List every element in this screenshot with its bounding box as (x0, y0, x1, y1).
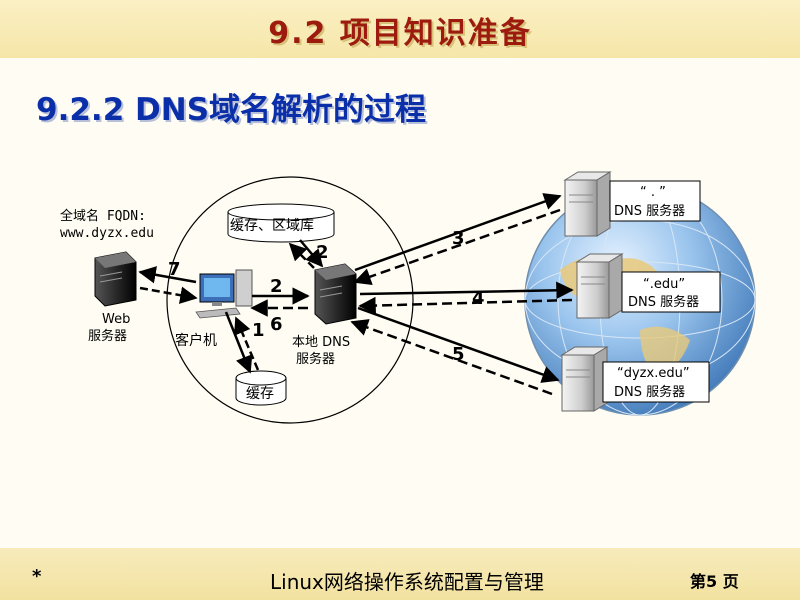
footer-course-title: Linux网络操作系统配置与管理 (270, 570, 544, 594)
client-label: 客户机 (175, 332, 217, 349)
step-5: 5 (452, 344, 465, 365)
local-dns-label-line1: 本地 DNS (292, 335, 350, 350)
local-dns-label-line2: 服务器 (296, 351, 335, 367)
footer-page-number: 第5 页 (690, 572, 739, 591)
section-title: 9.2.2 DNS域名解析的过程 (36, 92, 427, 128)
root-dns-label-box (609, 180, 701, 222)
local-dns-server-icon (314, 263, 357, 325)
fqdn-label: 全域名 FQDN: (60, 208, 146, 224)
edu-dns-label-box (621, 271, 721, 313)
step-3: 3 (452, 228, 465, 249)
web-server-label-line1: Web (102, 312, 130, 327)
step-4: 4 (472, 288, 485, 309)
fqdn-value: www.dyzx.edu (60, 226, 154, 241)
dyzx-dns-server-icon (560, 346, 609, 412)
local-network-circle (166, 176, 414, 424)
dns-resolution-diagram: 缓存、区域库 缓存 全域名 FQDN: www.dyzx.edu Web 服务器… (60, 171, 756, 424)
footer-left-marker: * (32, 566, 42, 587)
edu-dns-label-line2: DNS 服务器 (628, 294, 699, 310)
edu-dns-label-line1: “.edu” (643, 277, 685, 292)
client-computer-icon (195, 269, 253, 319)
web-server-label-line2: 服务器 (88, 328, 127, 344)
cache-zone-database (227, 203, 335, 243)
root-dns-server-icon (563, 171, 612, 237)
client-cache-database (235, 370, 287, 406)
cache-zone-label: 缓存、区域库 (230, 218, 314, 234)
dyzx-dns-label-box (602, 361, 710, 403)
header-band (0, 0, 800, 58)
footer-band (0, 548, 800, 600)
root-dns-label-line2: DNS 服务器 (614, 203, 685, 219)
edu-dns-server-icon (575, 253, 624, 319)
step-1: 1 (252, 320, 265, 341)
arrows (138, 193, 574, 396)
step-2-local: 2 (270, 276, 283, 297)
dyzx-dns-label-line2: DNS 服务器 (614, 384, 685, 400)
step-7: 7 (168, 259, 181, 280)
client-cache-label: 缓存 (246, 386, 274, 402)
step-2-zone: 2 (316, 242, 329, 263)
step-6: 6 (270, 314, 283, 335)
root-dns-label-line1: “ . ” (640, 185, 666, 200)
dyzx-dns-label-line1: “dyzx.edu” (617, 366, 690, 381)
web-server-icon (94, 251, 137, 307)
slide-title: 9.2 项目知识准备 (268, 16, 532, 51)
